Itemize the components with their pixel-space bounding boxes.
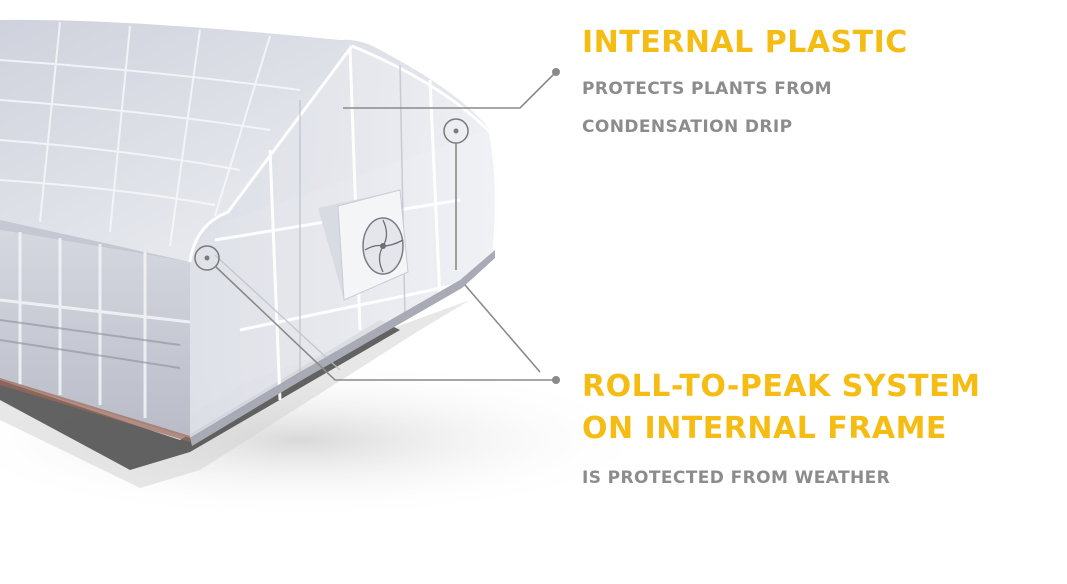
leader-line-1 — [343, 71, 557, 270]
leader-dot-2 — [552, 376, 560, 384]
callout-subtext: IS PROTECTED FROM WEATHER — [582, 468, 1052, 488]
headline-line: ROLL-TO-PEAK SYSTEM — [582, 369, 981, 404]
exhaust-fan — [318, 189, 409, 301]
leader-line-2 — [214, 265, 556, 381]
callout-headline: ROLL-TO-PEAK SYSTEM ON INTERNAL FRAME — [582, 366, 1052, 450]
subtext-line: IS PROTECTED FROM WEATHER — [582, 468, 891, 488]
callout-internal-plastic: INTERNAL PLASTIC PROTECTS PLANTS FROM CO… — [582, 28, 1052, 146]
leader-dot-1 — [552, 68, 560, 76]
headline-line: ON INTERNAL FRAME — [582, 411, 947, 446]
callout-headline: INTERNAL PLASTIC — [582, 28, 1052, 58]
callout-subtext: PROTECTS PLANTS FROM CONDENSATION DRIP — [582, 70, 1052, 146]
headline-line: INTERNAL PLASTIC — [582, 25, 908, 60]
subtext-line: CONDENSATION DRIP — [582, 117, 793, 137]
subtext-line: PROTECTS PLANTS FROM — [582, 79, 832, 99]
marker-circle-2 — [194, 245, 220, 271]
callout-roll-to-peak: ROLL-TO-PEAK SYSTEM ON INTERNAL FRAME IS… — [582, 366, 1052, 488]
